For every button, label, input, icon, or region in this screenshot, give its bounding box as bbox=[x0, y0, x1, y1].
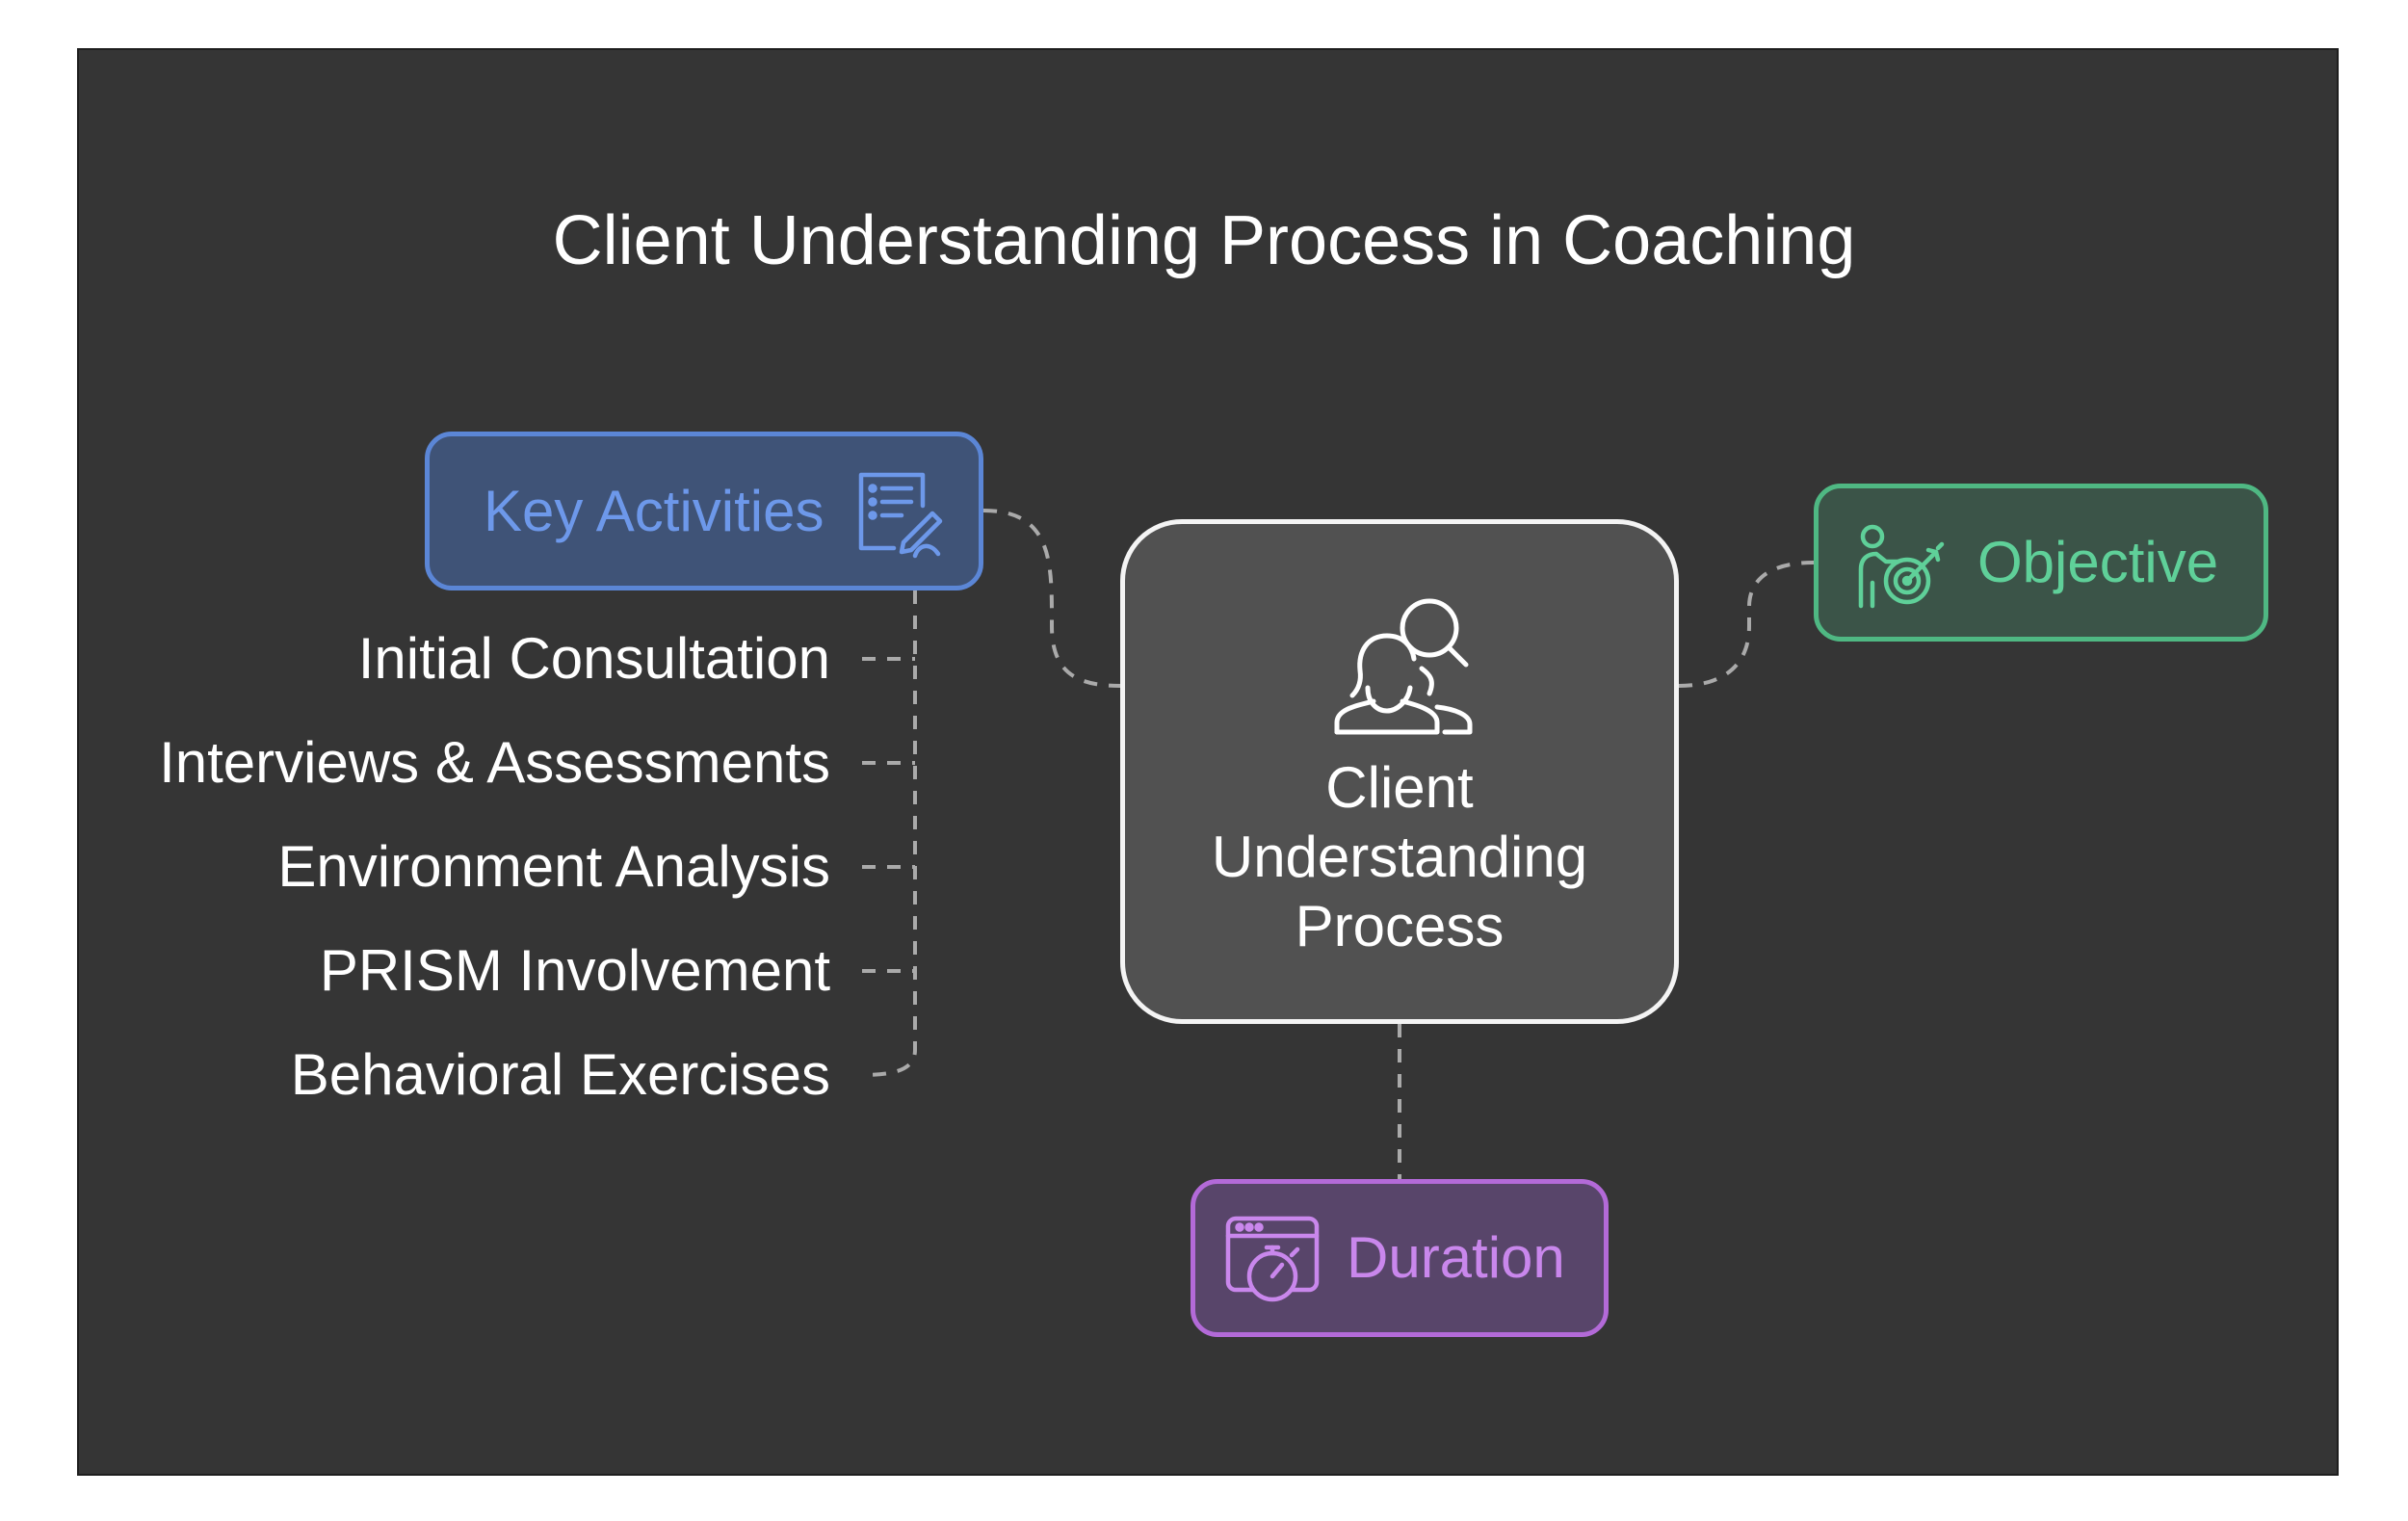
objective-label: Objective bbox=[1977, 530, 2219, 594]
duration-node: Duration bbox=[1191, 1179, 1609, 1337]
key-activities-label: Key Activities bbox=[484, 478, 824, 543]
key-activities-node: Key Activities bbox=[425, 432, 983, 590]
person-search-icon bbox=[1334, 598, 1473, 735]
activity-item: Environment Analysis bbox=[277, 834, 830, 899]
objective-node: Objective bbox=[1814, 484, 2268, 642]
center-label-line: Understanding bbox=[1211, 825, 1588, 889]
activity-item: PRISM Involvement bbox=[319, 938, 830, 1003]
center-label-line: Process bbox=[1295, 894, 1505, 958]
person-target-icon bbox=[1858, 524, 1945, 609]
duration-label: Duration bbox=[1347, 1225, 1565, 1290]
diagram-title: Client Understanding Process in Coaching bbox=[552, 202, 1856, 279]
browser-stopwatch-icon bbox=[1225, 1216, 1320, 1302]
activity-item: Behavioral Exercises bbox=[290, 1042, 830, 1107]
checklist-edit-icon bbox=[858, 472, 943, 559]
activity-item: Interviews & Assessments bbox=[159, 730, 830, 795]
activity-item: Initial Consultation bbox=[357, 626, 830, 691]
center-label: Client Understanding Process bbox=[1125, 753, 1674, 961]
center-label-line: Client bbox=[1325, 755, 1474, 820]
center-node: Client Understanding Process bbox=[1120, 519, 1679, 1024]
